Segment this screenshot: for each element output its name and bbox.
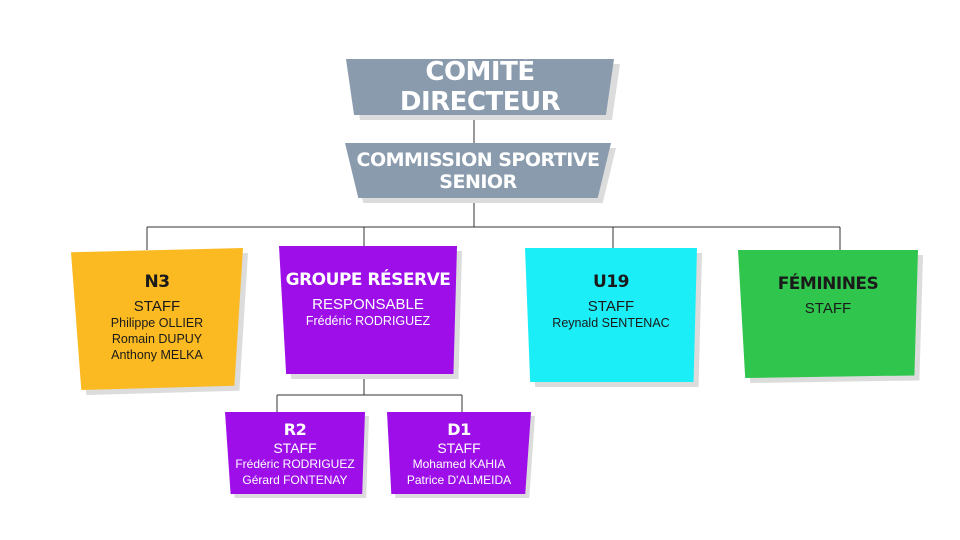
r2-node: R2 STAFF Frédéric RODRIGUEZ Gérard FONTE…: [225, 412, 369, 498]
u19-member: Reynald SENTENAC: [552, 316, 670, 330]
d1-title: D1: [447, 420, 471, 439]
commission-title-line1: COMMISSION SPORTIVE: [356, 148, 600, 171]
n3-title: N3: [144, 272, 170, 292]
groupe-reserve-node: GROUPE RÉSERVE RESPONSABLE Frédéric RODR…: [279, 246, 462, 379]
n3-member: Philippe OLLIER: [110, 316, 204, 330]
n3-member: Anthony MELKA: [111, 348, 203, 362]
feminines-role: STAFF: [804, 300, 852, 317]
r2-role: STAFF: [273, 440, 317, 456]
comite-directeur-title: COMITÉ DIRECTEUR: [399, 57, 561, 117]
r2-title: R2: [283, 420, 307, 439]
n3-member: Romain DUPUY: [111, 332, 203, 346]
u19-node: U19 STAFF Reynald SENTENAC: [525, 248, 702, 387]
d1-member: Mohamed KAHIA: [412, 457, 506, 471]
feminines-node: FÉMININES STAFF: [738, 250, 923, 383]
d1-role: STAFF: [437, 440, 481, 456]
reserve-member: Frédéric RODRIGUEZ: [305, 314, 431, 328]
u19-role: STAFF: [587, 298, 635, 315]
reserve-role: RESPONSABLE: [312, 296, 424, 313]
n3-role: STAFF: [133, 298, 181, 315]
r2-member: Gérard FONTENAY: [242, 473, 348, 487]
u19-title: U19: [593, 272, 629, 292]
commission-title-line2: SENIOR: [439, 170, 517, 193]
commission-sportive-node: COMMISSION SPORTIVE SENIOR: [345, 143, 616, 203]
r2-member: Frédéric RODRIGUEZ: [235, 457, 355, 471]
d1-node: D1 STAFF Mohamed KAHIA Patrice D'ALMEIDA: [387, 412, 535, 498]
d1-member: Patrice D'ALMEIDA: [406, 473, 512, 487]
feminines-title: FÉMININES: [777, 274, 879, 294]
n3-node: N3 STAFF Philippe OLLIER Romain DUPUY An…: [71, 248, 248, 395]
reserve-title: GROUPE RÉSERVE: [285, 270, 451, 290]
comite-directeur-node: COMITÉ DIRECTEUR: [346, 57, 620, 120]
